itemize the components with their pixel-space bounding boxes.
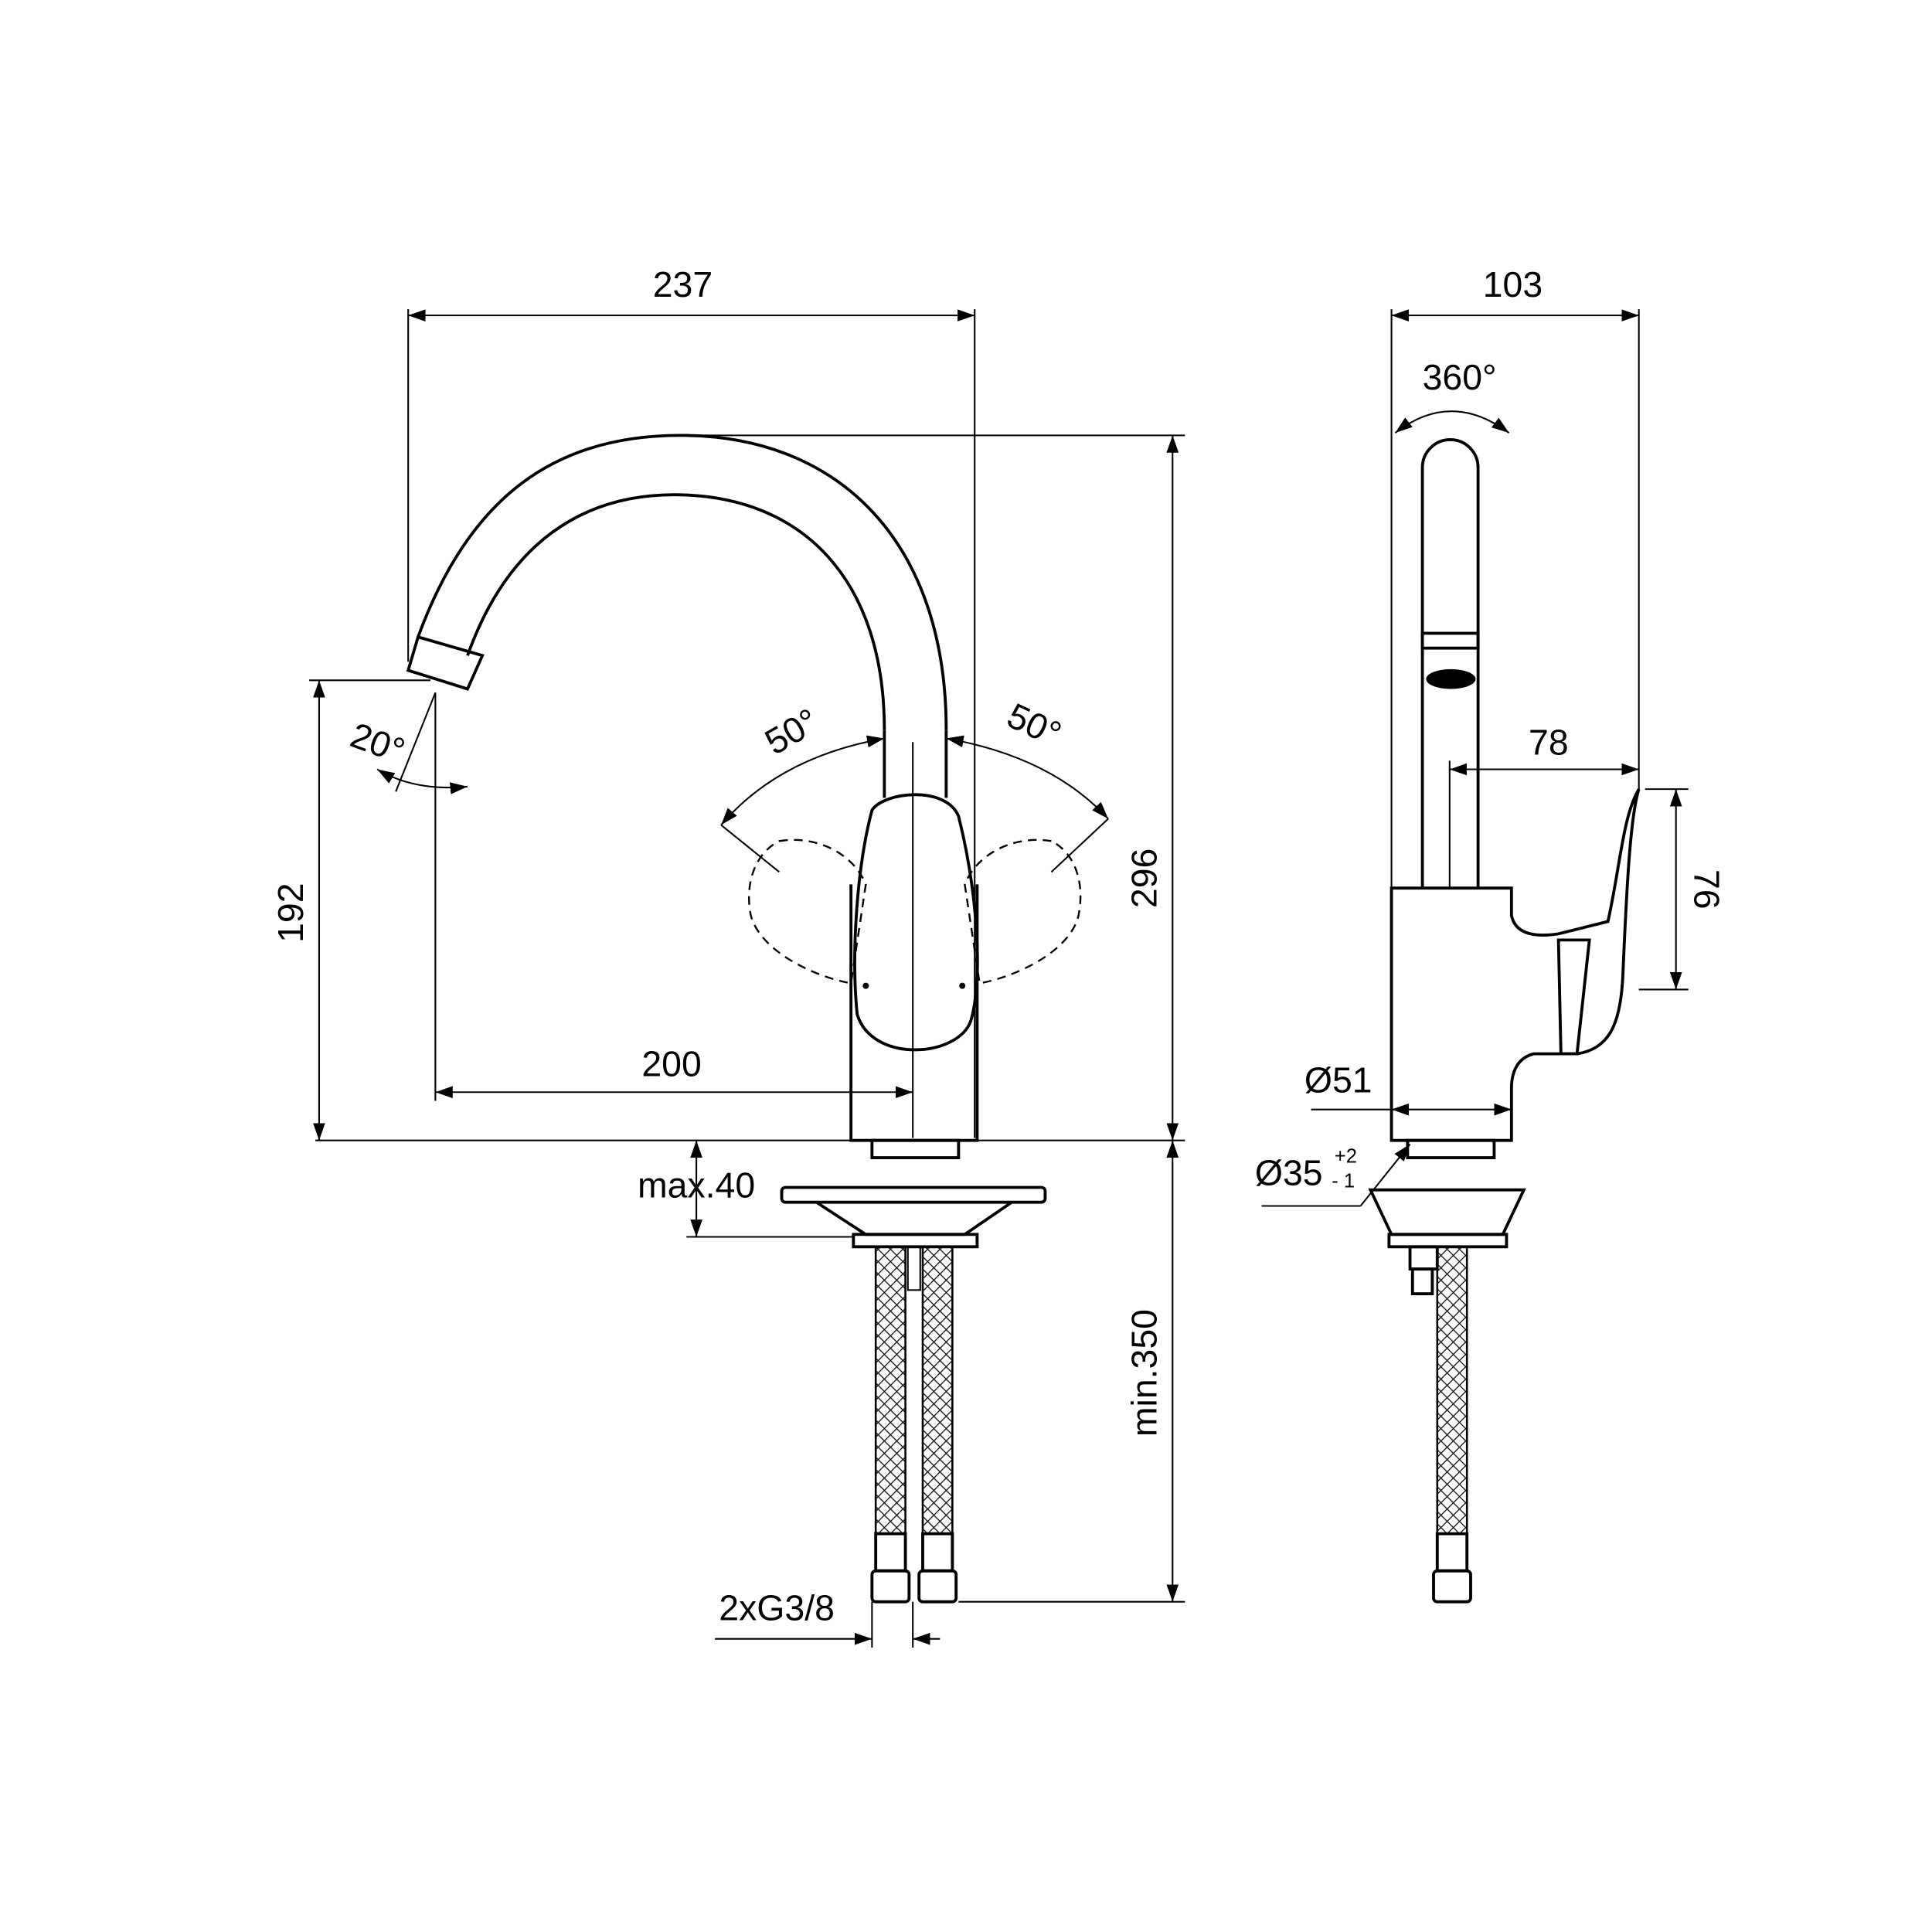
dim-reach-200: 200	[641, 1043, 701, 1083]
dim-width-237: 237	[653, 264, 713, 304]
dim-body-diameter-51: Ø51	[1304, 1060, 1372, 1100]
body	[1389, 788, 1641, 1142]
angle-lever-right-50: 50°	[1002, 695, 1068, 754]
spout-inner	[466, 493, 886, 730]
side-view: 103 360° 78 76 Ø51 Ø35 +2 - 1	[1255, 264, 1727, 1604]
dim-spout-height-192: 192	[270, 883, 311, 942]
dim-lever-reach-78: 78	[1529, 722, 1569, 762]
aerator	[406, 634, 485, 691]
lever-left-ghost	[748, 838, 867, 985]
mounting-plate	[780, 1185, 1047, 1204]
spout-outer	[417, 434, 948, 730]
lever-right-ghost	[964, 838, 1082, 985]
spout-column	[1420, 438, 1480, 889]
angle-spout-20: 20°	[345, 715, 410, 771]
aerator-outlet	[1426, 668, 1476, 689]
hose-left	[874, 1246, 906, 1535]
tolerance-minus: - 1	[1332, 1170, 1355, 1192]
hose-right	[921, 1246, 954, 1535]
dim-max-40: max.40	[638, 1165, 755, 1205]
dim-depth-103: 103	[1483, 264, 1543, 304]
dim-lever-height-76: 76	[1687, 869, 1727, 910]
dim-height-296: 296	[1124, 849, 1164, 908]
dim-hole-diameter-35: Ø35	[1255, 1152, 1323, 1192]
lever	[853, 793, 979, 1052]
dim-min-350: min.350	[1124, 1309, 1164, 1437]
tolerance-plus: +2	[1335, 1145, 1357, 1167]
front-view: 237 296 192 200 20° 50° 50° max.40 min.3…	[270, 264, 1185, 1648]
angle-lever-left-50: 50°	[758, 700, 825, 762]
dim-connections: 2xG3/8	[719, 1588, 835, 1628]
hose	[1436, 1246, 1468, 1535]
body	[849, 884, 979, 1142]
angle-swivel-360: 360°	[1423, 357, 1497, 397]
